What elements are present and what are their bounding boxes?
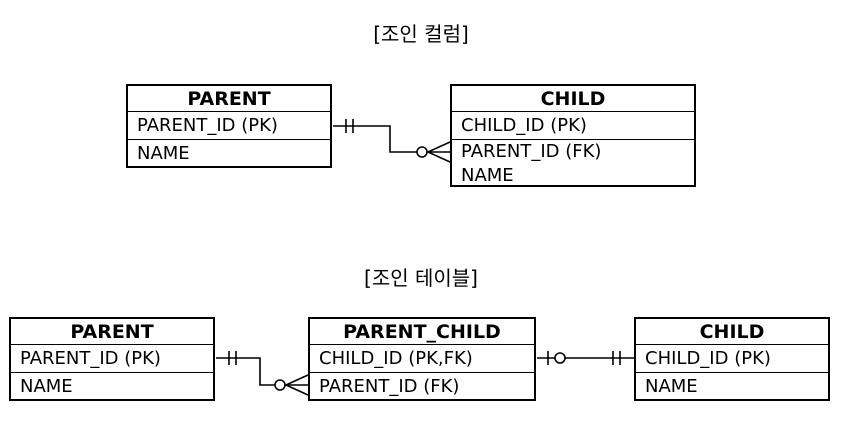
entity-child-1: CHILD CHILD_ID (PK) PARENT_ID (FK) NAME: [450, 84, 696, 187]
zero-mark: [416, 146, 428, 158]
attribute-child-id-pk-fk: CHILD_ID (PK,FK): [319, 348, 473, 369]
primary-key-group: CHILD_ID (PK): [452, 112, 694, 140]
attribute-group: PARENT_ID (FK) NAME: [452, 140, 694, 189]
attribute-parent-id: PARENT_ID (PK): [137, 115, 278, 136]
crow-foot-lower: [285, 384, 309, 396]
attribute-parent-id-fk: PARENT_ID (FK): [319, 376, 460, 397]
attribute-group: NAME: [11, 373, 213, 400]
entity-parent-child: PARENT_CHILD CHILD_ID (PK,FK) PARENT_ID …: [308, 317, 536, 401]
crow-foot-upper: [285, 374, 309, 386]
attribute-group: NAME: [128, 140, 330, 167]
entity-parent-1: PARENT PARENT_ID (PK) NAME: [126, 84, 332, 168]
attribute-group: PARENT_ID (FK): [310, 373, 534, 400]
relationship-parent-parent-child-line: [216, 351, 309, 396]
attribute-group: NAME: [636, 373, 828, 400]
diagram-title-join-table: [조인 테이블]: [364, 266, 478, 290]
entity-name: PARENT_CHILD: [310, 319, 534, 345]
entity-parent-2: PARENT PARENT_ID (PK) NAME: [9, 317, 215, 401]
attribute-name: NAME: [137, 143, 190, 164]
attribute-name: NAME: [645, 376, 698, 397]
relationship-parent-child-line: [333, 119, 451, 163]
primary-key-group: PARENT_ID (PK): [128, 112, 330, 140]
entity-child-2: CHILD CHILD_ID (PK) NAME: [634, 317, 830, 401]
attribute-name: NAME: [20, 376, 73, 397]
diagram-title-join-column: [조인 컬럼]: [373, 22, 469, 46]
primary-key-group: PARENT_ID (PK): [11, 345, 213, 373]
entity-name: PARENT: [11, 319, 213, 345]
attribute-parent-id: PARENT_ID (PK): [20, 348, 161, 369]
entity-name: CHILD: [452, 86, 694, 112]
crow-foot-lower: [427, 151, 451, 163]
primary-key-group: CHILD_ID (PK,FK): [310, 345, 534, 373]
relationship-parent-child-child-line: [537, 351, 635, 365]
entity-name: CHILD: [636, 319, 828, 345]
zero-mark: [554, 352, 566, 364]
attribute-child-id: CHILD_ID (PK): [461, 115, 587, 136]
crow-foot-upper: [427, 141, 451, 153]
primary-key-group: CHILD_ID (PK): [636, 345, 828, 373]
attribute-name: NAME: [461, 165, 514, 186]
attribute-child-id: CHILD_ID (PK): [645, 348, 771, 369]
zero-mark: [274, 379, 286, 391]
entity-name: PARENT: [128, 86, 330, 112]
attribute-parent-id-fk: PARENT_ID (FK): [461, 141, 602, 162]
